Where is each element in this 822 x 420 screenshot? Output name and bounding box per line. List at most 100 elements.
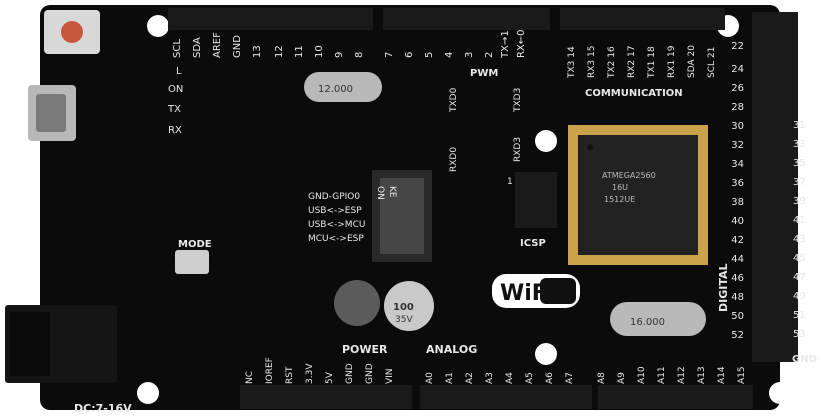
inductor — [334, 280, 380, 326]
digital-pin-label: 44 — [731, 254, 744, 265]
txd3-label: TXD3 — [513, 88, 523, 113]
mounting-hole — [769, 382, 791, 404]
comm-pin-label: SCL 21 — [707, 47, 717, 78]
crystal-top-label: 12.000 — [318, 84, 353, 95]
analog-pin-label: A10 — [637, 366, 647, 384]
digital-pin-label: 46 — [731, 273, 744, 284]
power-pin-label: 3.3V — [305, 363, 315, 384]
mode-label: MODE — [178, 239, 212, 250]
mode-option-label: GND-GPIO0 — [308, 192, 360, 202]
mode-option-label: USB<->ESP — [308, 206, 362, 216]
analog-pin-label: A6 — [545, 372, 555, 384]
power-pin-label: GND — [345, 363, 355, 384]
top-pin-label: RX←0 — [516, 29, 527, 58]
txd0-label: TXD0 — [449, 87, 459, 113]
top-pin-label: 9 — [334, 52, 345, 58]
digital-pin-label: 37 — [793, 177, 806, 188]
crystal-main — [610, 302, 706, 336]
analog-pin-label: A15 — [737, 366, 747, 384]
top-pin-label: 11 — [294, 45, 305, 58]
analog-pin-label: A0 — [425, 372, 435, 384]
tx-led-label: TX — [167, 104, 181, 115]
capacitor-label: 100 — [393, 302, 414, 313]
top-pin-label: SDA — [192, 37, 203, 58]
right-pin-header — [752, 12, 798, 362]
capacitor-label: 35V — [395, 315, 413, 325]
comm-pin-label: TX1 18 — [647, 46, 657, 79]
top-pin-label: SCL — [172, 39, 183, 58]
analog-pin-label: A3 — [485, 372, 495, 384]
communication-label: COMMUNICATION — [585, 88, 683, 99]
dip-switch[interactable] — [372, 170, 432, 262]
rxd3-label: RXD3 — [513, 137, 523, 162]
icsp-label: ICSP — [520, 238, 546, 249]
top-pin-label: 10 — [314, 45, 325, 58]
top-pin-label: 3 — [464, 52, 475, 58]
reset-button[interactable] — [44, 10, 100, 54]
pwm-label: PWM — [470, 68, 498, 79]
digital-pin-label: 42 — [731, 235, 744, 246]
digital-pin-label: 53 — [793, 329, 806, 340]
digital-pin-label: 40 — [731, 216, 744, 227]
top-pin-label: 13 — [252, 45, 263, 58]
icsp-header — [515, 172, 557, 228]
l-led-label: L — [176, 66, 182, 77]
top-pin-header — [168, 8, 725, 30]
digital-pin-label: 41 — [793, 215, 806, 226]
digital-pin-label: 36 — [731, 178, 744, 189]
analog-pin-label: A1 — [445, 372, 455, 384]
digital-pin-label: 51 — [793, 310, 806, 321]
analog-label: ANALOG — [426, 343, 477, 356]
analog-pin-label: A8 — [597, 372, 607, 384]
comm-pin-label: SDA 20 — [687, 45, 697, 78]
power-label: POWER — [342, 343, 388, 356]
micro-usb-port[interactable] — [28, 85, 76, 141]
digital-pin-label: 50 — [731, 311, 744, 322]
digital-pin-label: 26 — [731, 83, 744, 94]
mode-button[interactable] — [175, 250, 209, 274]
dc-input-label: DC:7-16V — [74, 402, 132, 415]
digital-pin-label: 43 — [793, 234, 806, 245]
digital-pin-label: 49 — [793, 291, 806, 302]
power-pin-label: VIN — [385, 368, 395, 384]
top-pin-label: 8 — [354, 52, 365, 58]
digital-pin-label: 45 — [793, 253, 806, 264]
crystal-top — [304, 72, 382, 102]
digital-pin-label: 32 — [731, 140, 744, 151]
comm-pin-label: TX2 16 — [607, 46, 617, 79]
mode-option-label: USB<->MCU — [308, 220, 365, 230]
rx-led-label: RX — [168, 125, 182, 136]
dc-barrel-jack[interactable] — [5, 305, 117, 383]
on-led-label: ON — [168, 84, 183, 95]
mounting-hole — [535, 343, 557, 365]
digital-pin-label: 39 — [793, 196, 806, 207]
bottom-pin-header — [240, 385, 753, 409]
analog-pin-label: A12 — [677, 366, 687, 384]
digital-pin-label: 35 — [793, 158, 806, 169]
digital-pin-label: 34 — [731, 159, 744, 170]
comm-pin-label: RX1 19 — [667, 45, 677, 78]
top-pin-label: 6 — [404, 52, 415, 58]
top-pin-label: 12 — [274, 45, 285, 58]
analog-pin-label: A9 — [617, 372, 627, 384]
top-pin-label: AREF — [212, 32, 223, 58]
digital-pin-label: 52 — [731, 330, 744, 341]
dip-switch-label: KE — [387, 186, 397, 198]
power-pin-label: NC — [245, 371, 255, 384]
top-pin-label: TX→1 — [500, 30, 511, 59]
rxd0-label: RXD0 — [449, 147, 459, 172]
power-pin-label: 5V — [325, 371, 335, 384]
digital-pin-label: 28 — [731, 102, 744, 113]
mounting-hole — [137, 382, 159, 404]
analog-pin-label: A2 — [465, 372, 475, 384]
top-pin-label: 7 — [384, 52, 395, 58]
mcu-marking: 16U — [612, 183, 628, 192]
digital-label: DIGITAL — [717, 263, 730, 312]
analog-pin-label: A5 — [525, 372, 535, 384]
analog-pin-label: A14 — [717, 366, 727, 384]
analog-pin-label: A4 — [505, 372, 515, 384]
top-pin-label: GND — [232, 35, 243, 58]
analog-pin-label: A13 — [697, 366, 707, 384]
